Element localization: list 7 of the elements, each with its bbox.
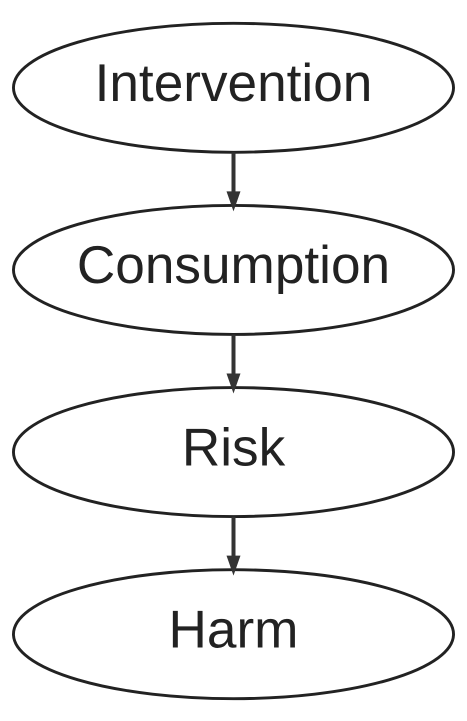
arrow <box>226 152 240 211</box>
node-ellipse: Harm <box>12 568 455 700</box>
arrow <box>226 334 240 393</box>
node-ellipse: Consumption <box>12 204 455 336</box>
node-ellipse: Risk <box>12 386 455 518</box>
node-ellipse: Intervention <box>12 21 455 154</box>
arrow <box>226 516 240 576</box>
